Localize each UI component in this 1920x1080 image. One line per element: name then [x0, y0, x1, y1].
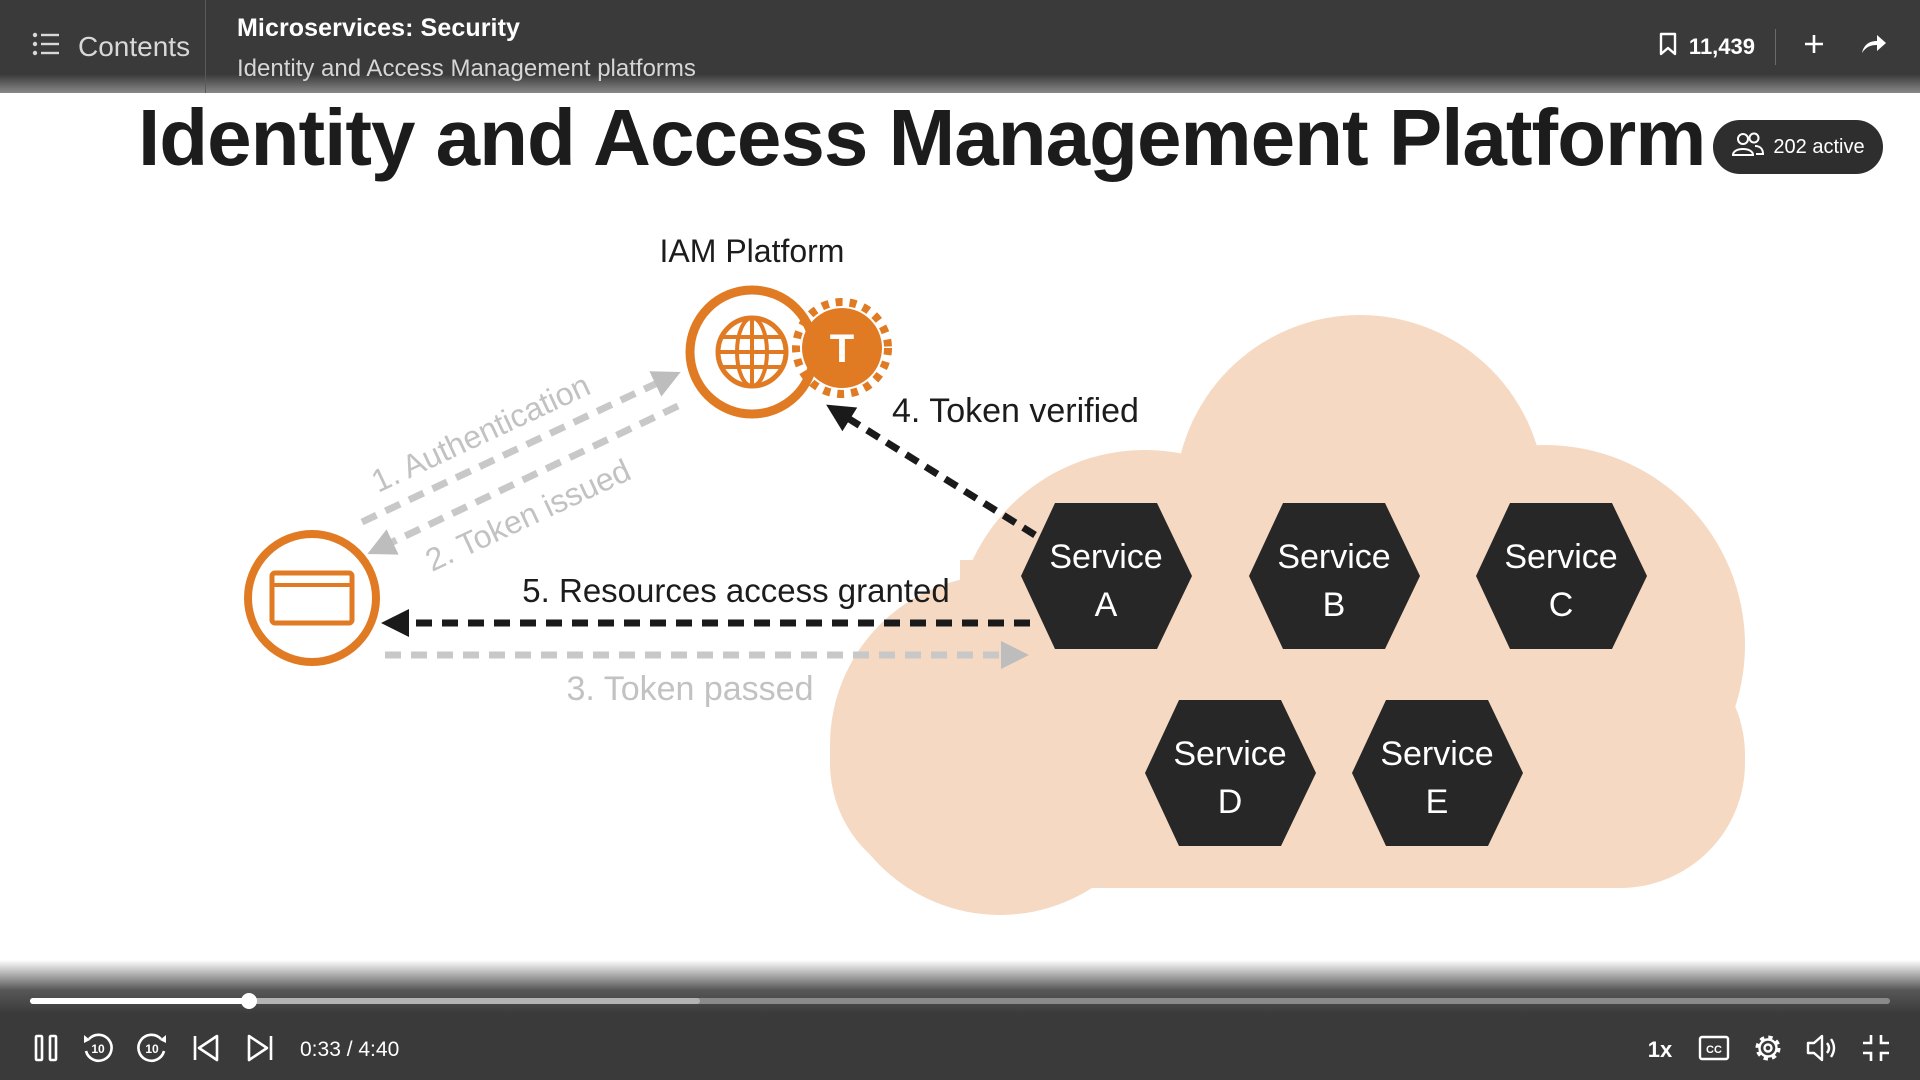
- slide-title: Identity and Access Management Platform: [138, 93, 1706, 182]
- token-issued-arrow: [367, 402, 680, 555]
- bookmark-icon: [1659, 32, 1689, 62]
- service-letter: B: [1323, 586, 1346, 624]
- skip-forward-icon: [245, 1033, 275, 1068]
- playback-speed-button[interactable]: 1x: [1647, 1037, 1673, 1062]
- top-actions: 11,439: [1659, 0, 1920, 93]
- iam-platform-label: IAM Platform: [660, 233, 845, 269]
- gear-icon: [1752, 1032, 1784, 1069]
- active-viewers-count: 202 active: [1773, 135, 1865, 158]
- forward-10-button[interactable]: 10: [132, 1020, 172, 1080]
- bookmark-count: 11,439: [1688, 33, 1755, 59]
- step-5-label: 5. Resources access granted: [522, 572, 949, 609]
- service-b-hexagon: Service B: [1249, 503, 1420, 649]
- captions-button[interactable]: CC: [1692, 1020, 1736, 1080]
- service-label: Service: [1173, 735, 1286, 773]
- service-letter: A: [1095, 586, 1118, 624]
- previous-video-button[interactable]: [186, 1020, 226, 1080]
- share-icon: [1860, 33, 1888, 60]
- title-block: Microservices: Security Identity and Acc…: [237, 14, 696, 83]
- pause-button[interactable]: [26, 1020, 66, 1080]
- time-display: 0:33 / 4:40: [300, 1038, 400, 1061]
- forward-10-icon: 10: [135, 1031, 169, 1070]
- volume-button[interactable]: [1800, 1020, 1844, 1080]
- video-title: Identity and Access Management platforms: [237, 55, 696, 82]
- rewind-10-button[interactable]: 10: [78, 1020, 118, 1080]
- service-e-hexagon: Service E: [1352, 700, 1523, 846]
- svg-text:10: 10: [91, 1042, 105, 1056]
- service-label: Service: [1277, 538, 1390, 576]
- people-icon: [1731, 131, 1773, 163]
- pause-icon: [33, 1033, 59, 1068]
- next-video-button[interactable]: [240, 1020, 280, 1080]
- service-c-hexagon: Service C: [1476, 503, 1647, 649]
- rewind-10-icon: 10: [81, 1031, 115, 1070]
- contents-button[interactable]: Contents: [0, 0, 206, 93]
- contents-label: Contents: [78, 30, 191, 62]
- plus-icon: [1803, 33, 1825, 60]
- svg-text:10: 10: [145, 1042, 159, 1056]
- globe-icon: [685, 285, 819, 419]
- share-button[interactable]: [1844, 33, 1904, 60]
- token-letter: T: [830, 327, 854, 371]
- active-viewers-badge[interactable]: 202 active: [1713, 120, 1883, 174]
- service-label: Service: [1049, 538, 1162, 576]
- buffered-progress: [30, 998, 700, 1004]
- service-letter: C: [1549, 586, 1574, 624]
- list-icon: [32, 32, 60, 61]
- controls-row: 10 10 0:33 / 4:40 1x CC: [0, 1020, 1920, 1080]
- authentication-arrow: [360, 371, 681, 526]
- played-progress: [30, 998, 250, 1004]
- exit-fullscreen-button[interactable]: [1854, 1020, 1898, 1080]
- exit-fullscreen-icon: [1860, 1032, 1892, 1069]
- closed-captions-icon: CC: [1698, 1035, 1730, 1066]
- add-button[interactable]: [1784, 33, 1844, 60]
- skip-back-icon: [191, 1033, 221, 1068]
- browser-window-icon: [244, 530, 380, 666]
- step-3-label: 3. Token passed: [567, 670, 814, 708]
- top-bar: Contents Microservices: Security Identit…: [0, 0, 1920, 93]
- service-label: Service: [1504, 538, 1617, 576]
- service-d-hexagon: Service D: [1145, 700, 1316, 846]
- token-verified-arrow: [826, 404, 1037, 538]
- progress-bar[interactable]: [30, 993, 1890, 1009]
- course-title[interactable]: Microservices: Security: [237, 14, 521, 42]
- settings-button[interactable]: [1746, 1020, 1790, 1080]
- service-label: Service: [1380, 735, 1493, 773]
- token-gear-icon: T: [792, 298, 892, 398]
- service-letter: E: [1426, 783, 1449, 821]
- step-2-label: 2. Token issued: [420, 452, 636, 578]
- speaker-icon: [1805, 1033, 1839, 1068]
- step-4-label: 4. Token verified: [892, 392, 1139, 430]
- service-a-hexagon: Service A: [1021, 503, 1192, 649]
- bookmark-button[interactable]: 11,439: [1659, 28, 1776, 65]
- service-letter: D: [1218, 783, 1243, 821]
- svg-text:CC: CC: [1706, 1044, 1722, 1056]
- player-controls-bar: 10 10 0:33 / 4:40 1x CC: [0, 960, 1920, 1080]
- progress-handle[interactable]: [241, 993, 258, 1009]
